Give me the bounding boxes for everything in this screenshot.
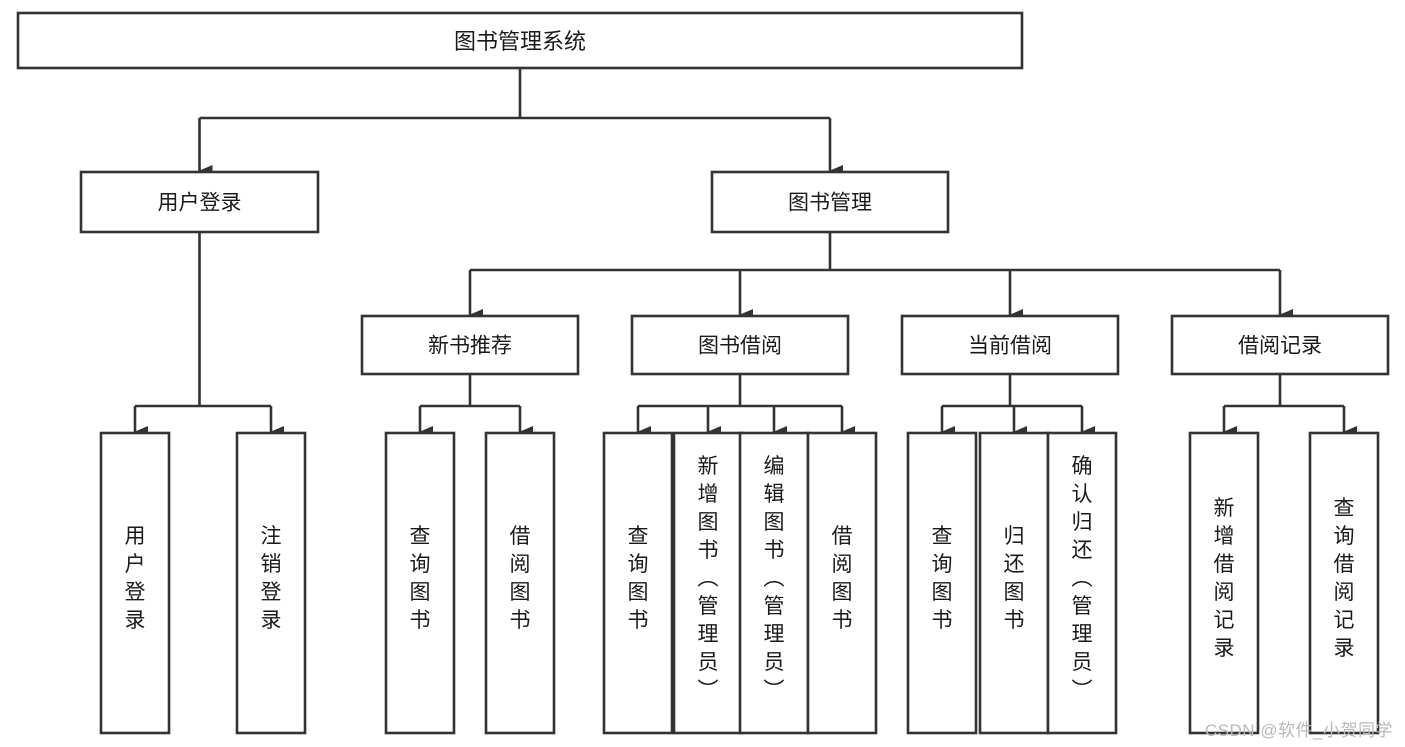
leaf-node-leaf-cur-confirm-label: 确认归还︵管理员︶ <box>1072 455 1093 702</box>
leaf-node-leaf-rec-borrow-book[interactable]: 借阅图书 <box>484 431 556 735</box>
root-node-label: 图书管理系统 <box>454 29 586 54</box>
leaf-node-leaf-user-login-rect <box>99 431 171 735</box>
leaf-node-leaf-rec-query-book[interactable]: 查询图书 <box>384 431 456 735</box>
level3-node-current-borrow-rect <box>900 314 1120 376</box>
level3-node-book-borrow-label: 图书借阅 <box>698 335 782 358</box>
level2-node-book-manage-rect <box>710 170 950 234</box>
leaf-node-leaf-brw-edit-book-rect <box>738 431 810 735</box>
leaf-node-leaf-cur-return-book[interactable]: 归还图书 <box>978 431 1050 735</box>
bus-borrow-record-to-leaves <box>1222 374 1357 438</box>
leaf-node-leaf-rec-query-record-rect <box>1308 431 1380 735</box>
level3-node-book-borrow[interactable]: 图书借阅 <box>630 314 850 376</box>
level3-node-new-book-rec-label: 新书推荐 <box>428 335 512 358</box>
level3-node-borrow-record-rect <box>1170 314 1390 376</box>
leaf-node-leaf-cur-confirm-rect <box>1046 431 1118 735</box>
bus-bookmanage-to-level3 <box>468 232 1293 321</box>
leaf-node-leaf-rec-borrow-book-label: 借阅图书 <box>510 525 531 632</box>
level3-node-current-borrow-label: 当前借阅 <box>968 335 1052 358</box>
level2-node-user-login-rect <box>79 170 320 234</box>
leaf-node-leaf-rec-add-record-label: 新增借阅记录 <box>1214 497 1235 660</box>
leaf-node-leaf-user-login[interactable]: 用户登录 <box>99 431 171 735</box>
leaf-node-leaf-brw-borrow-book-label: 借阅图书 <box>832 525 853 632</box>
bus-current-borrow-to-leaves <box>940 374 1095 438</box>
level3-node-new-book-rec-rect <box>360 314 580 376</box>
level2-node-book-manage[interactable]: 图书管理 <box>710 170 950 234</box>
bus-book-borrow-to-leaves <box>636 374 855 438</box>
leaf-node-leaf-brw-add-book-rect <box>672 431 744 735</box>
connector-layer <box>133 68 1357 438</box>
leaf-node-leaf-user-logout[interactable]: 注销登录 <box>235 431 307 735</box>
leaf-node-leaf-user-logout-label: 注销登录 <box>261 525 282 632</box>
leaf-node-leaf-brw-query-book-rect <box>602 431 674 735</box>
bus-new-book-rec-to-leaves <box>418 374 533 438</box>
leaf-node-leaf-cur-query-book-label: 查询图书 <box>932 525 953 632</box>
leaf-node-leaf-rec-query-book-rect <box>384 431 456 735</box>
level3-node-current-borrow[interactable]: 当前借阅 <box>900 314 1120 376</box>
leaf-node-leaf-cur-confirm[interactable]: 确认归还︵管理员︶ <box>1046 431 1118 735</box>
leaf-node-leaf-user-login-label: 用户登录 <box>125 525 146 632</box>
leaf-node-leaf-user-logout-rect <box>235 431 307 735</box>
leaf-node-leaf-brw-edit-book[interactable]: 编辑图书︵管理员︶ <box>738 431 810 735</box>
leaf-node-leaf-brw-borrow-book-rect <box>806 431 878 735</box>
level3-node-new-book-rec[interactable]: 新书推荐 <box>360 314 580 376</box>
leaf-node-leaf-brw-edit-book-label: 编辑图书︵管理员︶ <box>764 455 785 702</box>
leaf-node-leaf-cur-query-book-rect <box>906 431 978 735</box>
level2-node-user-login[interactable]: 用户登录 <box>79 170 320 234</box>
leaf-node-leaf-rec-borrow-book-rect <box>484 431 556 735</box>
root-node[interactable]: 图书管理系统 <box>16 11 1024 70</box>
leaf-node-leaf-brw-add-book-label: 新增图书︵管理员︶ <box>698 455 719 702</box>
leaf-node-leaf-rec-query-record-label: 查询借阅记录 <box>1334 497 1355 660</box>
leaf-node-leaf-brw-borrow-book[interactable]: 借阅图书 <box>806 431 878 735</box>
bus-root-to-level2 <box>198 68 843 177</box>
leaf-node-leaf-brw-query-book-label: 查询图书 <box>628 525 649 632</box>
level3-node-borrow-record[interactable]: 借阅记录 <box>1170 314 1390 376</box>
leaf-node-leaf-brw-query-book[interactable]: 查询图书 <box>602 431 674 735</box>
level2-node-user-login-label: 用户登录 <box>158 192 242 215</box>
level2-node-book-manage-label: 图书管理 <box>788 192 872 215</box>
leaf-node-leaf-brw-add-book[interactable]: 新增图书︵管理员︶ <box>672 431 744 735</box>
leaf-node-leaf-rec-query-record[interactable]: 查询借阅记录 <box>1308 431 1380 735</box>
leaf-node-leaf-rec-add-record[interactable]: 新增借阅记录 <box>1188 431 1260 735</box>
bus-userlogin-to-leaves <box>133 232 284 438</box>
level3-node-borrow-record-label: 借阅记录 <box>1238 335 1322 358</box>
leaf-node-leaf-cur-query-book[interactable]: 查询图书 <box>906 431 978 735</box>
node-layer: 图书管理系统用户登录图书管理新书推荐图书借阅当前借阅借阅记录用户登录注销登录查询… <box>16 11 1390 735</box>
leaf-node-leaf-cur-return-book-label: 归还图书 <box>1004 525 1025 632</box>
leaf-node-leaf-rec-query-book-label: 查询图书 <box>410 525 431 632</box>
root-node-rect <box>16 11 1024 70</box>
leaf-node-leaf-rec-add-record-rect <box>1188 431 1260 735</box>
level3-node-book-borrow-rect <box>630 314 850 376</box>
